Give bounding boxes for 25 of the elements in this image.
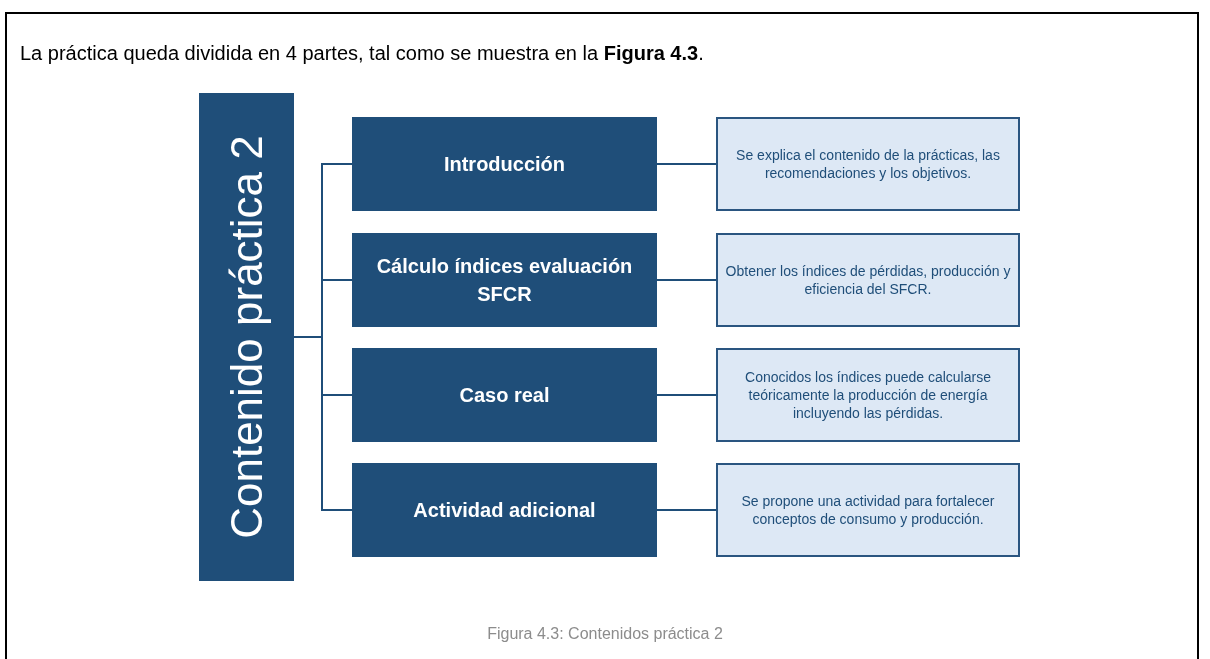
vertical-title: Contenido práctica 2: [224, 135, 269, 539]
connector-line: [656, 394, 717, 396]
section-title: Cálculo índices evaluación SFCR: [375, 254, 634, 307]
description-text: Conocidos los índices puede calcularse teóricamente la producción de energía incluyendo las pérdidas.: [744, 368, 992, 422]
section-title: Caso real: [459, 383, 550, 408]
connector-line: [656, 509, 717, 511]
connector-line: [656, 163, 717, 165]
section-box: [352, 117, 657, 211]
section-title: Introducción: [443, 152, 566, 177]
description-box: [716, 117, 1020, 211]
description-box: [716, 233, 1020, 327]
description-text: Obtener los índices de pérdidas, producción y eficiencia del SFCR.: [724, 262, 1012, 298]
section-box: [352, 233, 657, 327]
intro-sentence: La práctica queda dividida en 4 partes, tal como se muestra en la Figura 4.3.: [20, 41, 704, 66]
section-box: [352, 348, 657, 442]
description-text: Se propone una actividad para fortalecer conceptos de consumo y producción.: [740, 492, 996, 528]
description-box: [716, 348, 1020, 442]
connector-line: [656, 279, 717, 281]
connector-line: [293, 336, 353, 511]
description-text: Se explica el contenido de la prácticas, las recomendaciones y los objetivos.: [735, 146, 1001, 182]
section-title: Actividad adicional: [413, 498, 596, 523]
title-bar: [199, 93, 294, 581]
figure-caption: Figura 4.3: Contenidos práctica 2: [486, 624, 724, 644]
description-box: [716, 463, 1020, 557]
section-box: [352, 463, 657, 557]
